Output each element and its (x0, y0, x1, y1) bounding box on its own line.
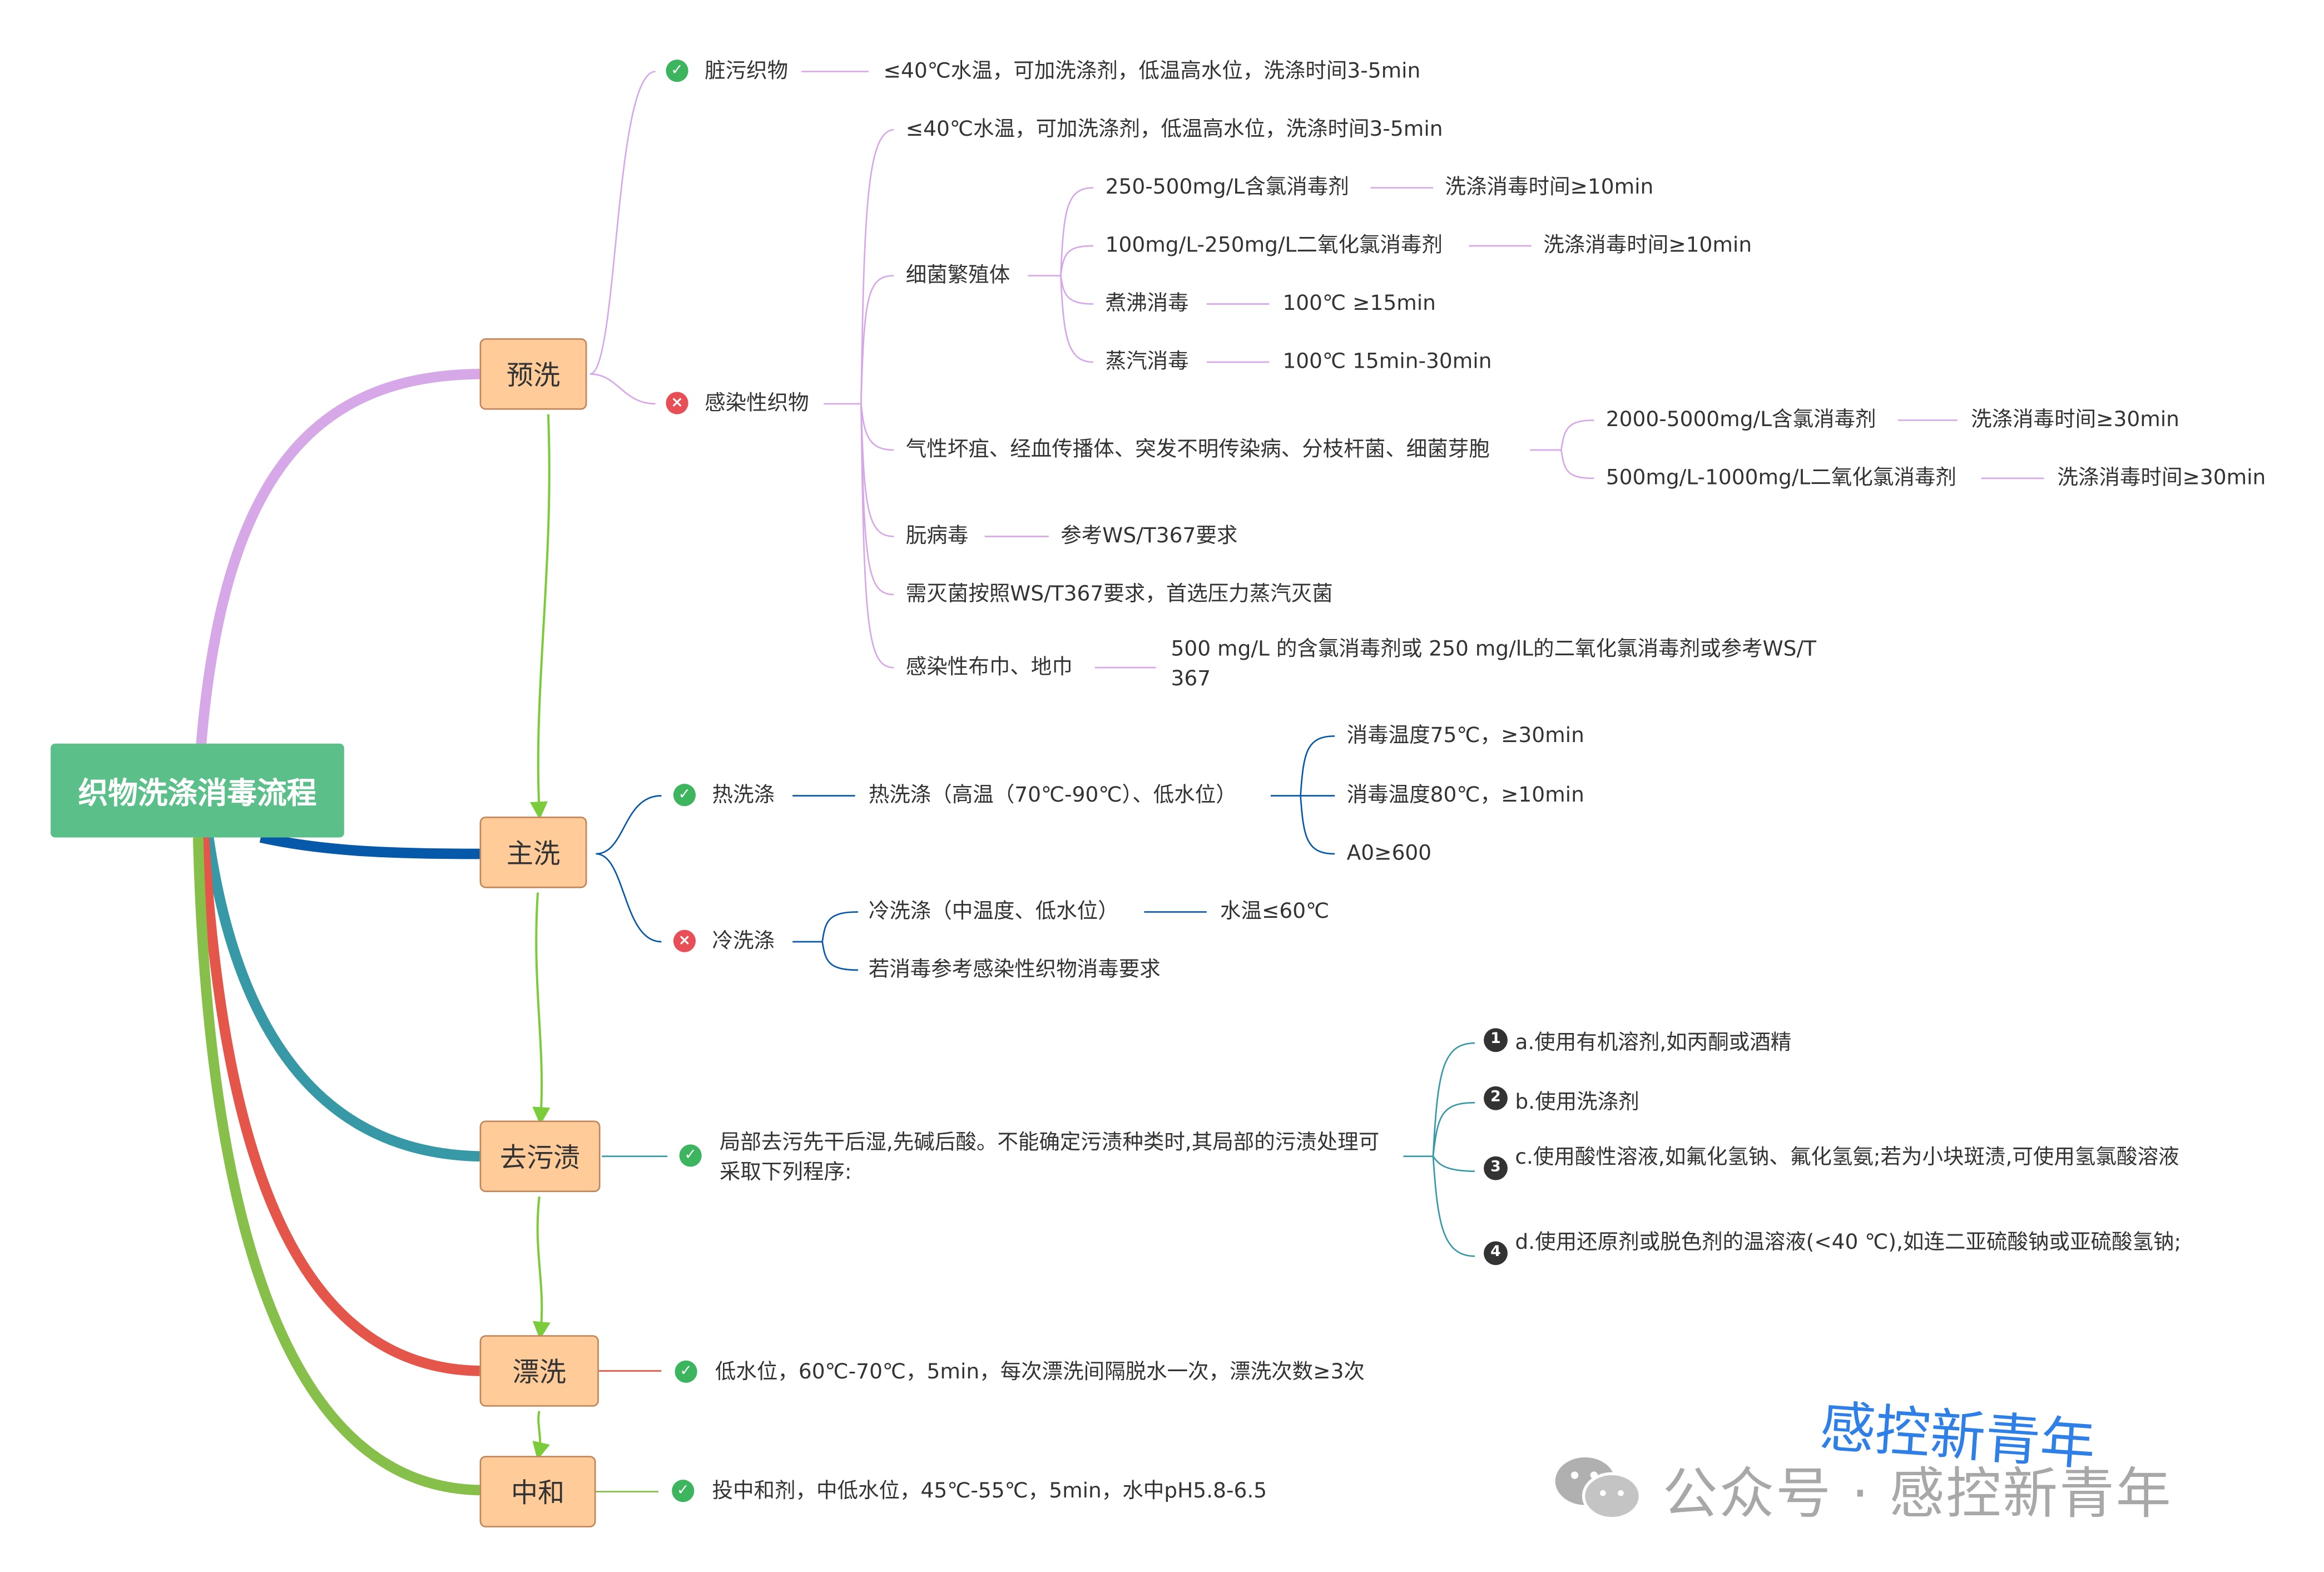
special-value-1: 洗涤消毒时间≥30min (1971, 408, 2179, 432)
x-circle-icon: × (673, 930, 696, 952)
number-1-icon: 1 (1484, 1028, 1508, 1052)
number-2-icon: 2 (1484, 1086, 1508, 1110)
stain-item-b: b.使用洗涤剂 (1515, 1090, 1639, 1115)
bacteria-value-2: 洗涤消毒时间≥10min (1543, 234, 1752, 258)
bacteria-value-3: 100℃ ≥15min (1282, 292, 1436, 316)
hot-option-2: 消毒温度80℃，≥10min (1346, 784, 1584, 808)
prewash-infected-label: 感染性织物 (705, 392, 809, 416)
number-4-icon: 4 (1484, 1241, 1508, 1265)
bacteria-value-1: 洗涤消毒时间≥10min (1445, 176, 1654, 200)
hot-option-3: A0≥600 (1346, 842, 1432, 866)
step-neutral[interactable]: 中和 (479, 1456, 596, 1527)
sterilize-note: 需灭菌按照WS/T367要求，首选压力蒸汽灭菌 (905, 582, 1333, 607)
bacteria-label: 细菌繁殖体 (905, 264, 1010, 288)
hot-wash-label: 热洗涤 (712, 784, 775, 808)
flow-arrow-2 (532, 892, 551, 1125)
hot-option-1: 消毒温度75℃，≥30min (1346, 724, 1584, 748)
check-circle-icon: ✓ (675, 1360, 697, 1383)
stain-item-d: d.使用还原剂或脱色剂的温溶液(<40 ℃),如连二亚硫酸钠或亚硫酸氢钠; (1515, 1230, 2182, 1255)
check-circle-icon: ✓ (666, 60, 688, 82)
number-3-icon: 3 (1484, 1156, 1508, 1180)
branch-stain (203, 837, 480, 1162)
prewash-dirty-label: 脏污织物 (705, 60, 789, 84)
step-mainwash[interactable]: 主洗 (479, 816, 587, 888)
step-rinse[interactable]: 漂洗 (479, 1335, 599, 1407)
prion-label: 朊病毒 (905, 524, 969, 548)
flow-arrow-1 (529, 414, 551, 820)
flow-arrow-3 (532, 1196, 551, 1340)
flow-arrow-4 (532, 1411, 550, 1460)
bacteria-method-1: 250-500mg/L含氯消毒剂 (1105, 176, 1349, 200)
check-circle-icon: ✓ (672, 1480, 695, 1502)
prewash-dirty-detail: ≤40℃水温，可加洗涤剂，低温高水位，洗涤时间3-5min (883, 60, 1421, 84)
special-method-1: 2000-5000mg/L含氯消毒剂 (1606, 408, 1876, 432)
x-circle-icon: × (666, 392, 688, 414)
branch-rinse (199, 837, 480, 1376)
hot-wash-mode: 热洗涤（高温（70℃-90℃）、低水位） (868, 784, 1237, 808)
bacteria-method-3: 煮沸消毒 (1105, 292, 1189, 316)
cold-wash-label: 冷洗涤 (712, 930, 775, 954)
cold-wash-note: 若消毒参考感染性织物消毒要求 (868, 958, 1161, 982)
rinse-text: 低水位，60℃-70℃，5min，每次漂洗间隔脱水一次，漂洗次数≥3次 (715, 1360, 1365, 1385)
step-prewash[interactable]: 预洗 (479, 338, 587, 410)
branch-prewash (196, 369, 480, 746)
special-pathogens-label: 气性坏疽、经血传播体、突发不明传染病、分枝杆菌、细菌芽胞 (905, 438, 1490, 462)
stain-text: 局部去污先干后湿,先碱后酸。不能确定污渍种类时,其局部的污渍处理可采取下列程序: (719, 1131, 1380, 1185)
step-stain[interactable]: 去污渍 (479, 1120, 601, 1193)
cloth-label: 感染性布巾、地巾 (905, 655, 1073, 680)
bacteria-value-4: 100℃ 15min-30min (1282, 350, 1492, 374)
check-circle-icon: ✓ (679, 1144, 702, 1167)
cloth-value: 500 mg/L 的含氯消毒剂或 250 mg/lL的二氧化氯消毒剂或参考WS/… (1171, 637, 1817, 691)
prion-value: 参考WS/T367要求 (1061, 524, 1238, 548)
infected-water-note: ≤40℃水温，可加洗涤剂，低温高水位，洗涤时间3-5min (905, 117, 1443, 142)
cold-wash-mode: 冷洗涤（中温度、低水位） (868, 899, 1119, 924)
watermark-account: 公众号 · 感控新青年 (1662, 1461, 2173, 1526)
root-topic[interactable]: 织物洗涤消毒流程 (51, 743, 344, 838)
stain-item-a: a.使用有机溶剂,如丙酮或酒精 (1515, 1031, 1792, 1055)
branch-mainwash (259, 832, 480, 859)
bacteria-method-2: 100mg/L-250mg/L二氧化氯消毒剂 (1105, 234, 1443, 258)
branch-neutral (192, 837, 480, 1496)
stain-item-c: c.使用酸性溶液,如氟化氢钠、氟化氢氨;若为小块斑渍,可使用氢氯酸溶液 (1515, 1145, 2179, 1170)
neutral-text: 投中和剂，中低水位，45℃-55℃，5min，水中pH5.8-6.5 (712, 1480, 1267, 1504)
check-circle-icon: ✓ (673, 784, 696, 807)
bacteria-method-4: 蒸汽消毒 (1105, 350, 1189, 374)
special-value-2: 洗涤消毒时间≥30min (2057, 466, 2266, 491)
special-method-2: 500mg/L-1000mg/L二氧化氯消毒剂 (1606, 466, 1956, 491)
wechat-icon (1555, 1457, 1642, 1520)
cold-wash-water: 水温≤60℃ (1220, 899, 1330, 924)
